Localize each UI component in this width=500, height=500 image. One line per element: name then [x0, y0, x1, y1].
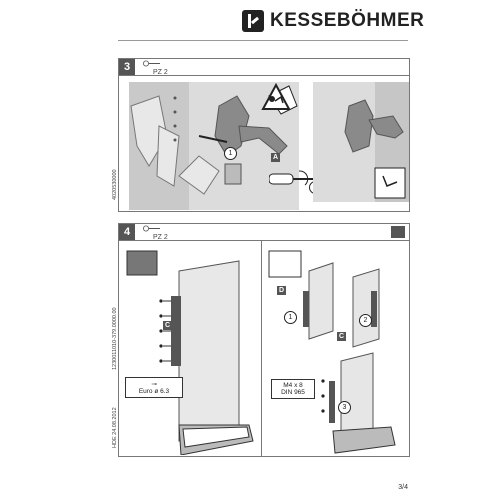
step-4-right-illustration — [268, 250, 396, 454]
header-divider — [118, 40, 408, 41]
step-4-callout-3: 3 — [338, 401, 351, 414]
screw-spec-line-2: DIN 965 — [281, 389, 305, 396]
logo-icon — [242, 10, 264, 32]
step-3-header: 3 PZ 2 — [119, 59, 409, 76]
screw-spec-line-1: M4 x 8 — [283, 382, 303, 389]
step-4-callout-2: 2 — [359, 314, 372, 327]
step-3-number: 3 — [119, 59, 135, 75]
brand-name: KESSEBÖHMER — [270, 10, 425, 31]
step-4-callout-d: D — [277, 286, 286, 295]
step-4-left-illustration — [126, 250, 254, 455]
step-3-panel: 3 PZ 2 1 A 2 — [118, 58, 410, 212]
screwdriver-tool-illustration — [269, 170, 313, 186]
step-4-divider — [261, 241, 262, 456]
step-4-header: 4 PZ 2 — [119, 224, 409, 241]
step-4-number: 4 — [119, 224, 135, 240]
step-4-callout-1: 1 — [284, 311, 297, 324]
step-3-callout-1: 1 — [224, 147, 237, 160]
step-3-installed-illustration — [313, 82, 409, 202]
step-3-mechanism-illustration — [129, 82, 299, 210]
step-4-panel: 4 PZ 2 C ⊸ Euro ø 6.3 D 1 2 C — [118, 223, 410, 457]
warning-icon — [261, 83, 291, 110]
step-4-tool-label: PZ 2 — [153, 233, 168, 241]
step-3-tool-label: PZ 2 — [153, 68, 168, 76]
screwdriver-icon — [143, 225, 160, 232]
step-3-callout-a: A — [271, 153, 280, 162]
screw-spec-label: M4 x 8 DIN 965 — [271, 379, 315, 399]
euro-screw-label: ⊸ Euro ø 6.3 — [125, 377, 183, 398]
brand-logo: KESSEBÖHMER — [242, 10, 424, 32]
step-4-callout-c-right: C — [337, 332, 346, 341]
step-4-callout-c-left: C — [163, 321, 172, 330]
screwdriver-icon — [143, 60, 160, 67]
euro-screw-text: Euro ø 6.3 — [138, 388, 170, 395]
page-number: 3/4 — [398, 484, 408, 491]
screw-icon: ⊸ — [151, 381, 157, 388]
cabinet-icon — [391, 226, 405, 238]
